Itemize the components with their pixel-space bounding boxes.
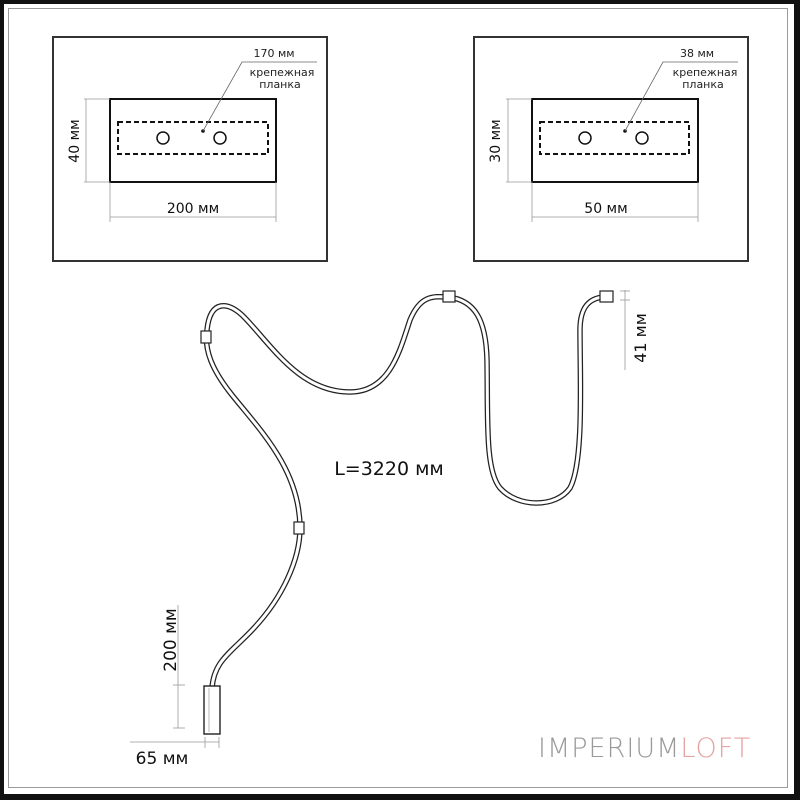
height-label-left: 40 мм: [67, 119, 83, 162]
flexible-cable: [200, 290, 614, 735]
mount-body-right: [531, 98, 699, 183]
brand-logo-part1: IMPERIUM: [538, 733, 681, 764]
cable-end-cap-icon: [599, 290, 614, 303]
page-frame-inner: [8, 8, 788, 788]
cable-dimensions: 41 мм 200 мм 65 мм L=3220 мм: [130, 290, 650, 769]
leader-line-left: [202, 61, 317, 132]
detail-frame-left: [52, 36, 328, 262]
cable-connector-icon: [200, 330, 212, 344]
detail-box-right: 50 мм 30 мм 38 мм крепежная планка: [473, 36, 749, 262]
mount-body-left: [109, 98, 277, 183]
mounting-plate-right: [539, 121, 690, 155]
base-block: [203, 685, 221, 735]
plate-caption-line2-left: планка: [259, 78, 301, 91]
base-height-label: 200 мм: [161, 608, 181, 672]
cable-connector-icon: [442, 290, 456, 303]
plate-caption-line1-right: крепежная: [673, 66, 738, 79]
mounting-plate-left: [117, 121, 269, 155]
width-label-right: 50 мм: [584, 201, 627, 217]
width-label-left: 200 мм: [167, 201, 219, 217]
detail-box-left: 200 мм 40 мм 170 мм крепежная планка: [52, 36, 328, 262]
cable-length-label: L=3220 мм: [334, 458, 444, 480]
screw-hole-icon: [213, 131, 227, 145]
cable-connector-icon: [293, 521, 305, 535]
plate-caption-line2-right: планка: [682, 78, 724, 91]
screw-hole-icon: [635, 131, 649, 145]
end-height-label: 41 мм: [631, 313, 650, 363]
plate-length-label-right: 38 мм: [680, 47, 714, 60]
plate-length-label-left: 170 мм: [253, 47, 294, 60]
height-label-right: 30 мм: [488, 119, 504, 162]
leader-line-right: [624, 61, 738, 132]
brand-logo: IMPERIUMLOFT: [538, 733, 751, 764]
screw-hole-icon: [156, 131, 170, 145]
plate-caption-line1-left: крепежная: [250, 66, 315, 79]
base-width-label: 65 мм: [136, 749, 189, 769]
brand-logo-part2: LOFT: [680, 733, 752, 764]
screw-hole-icon: [578, 131, 592, 145]
detail-frame-right: [473, 36, 749, 262]
